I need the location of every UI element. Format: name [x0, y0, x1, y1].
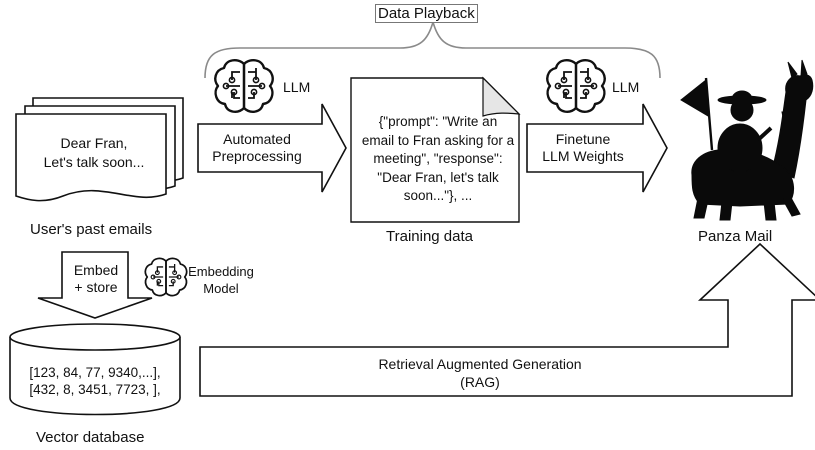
- embed-label: Embed + store: [65, 262, 127, 296]
- embedding-model-line-1: Embedding: [188, 264, 254, 279]
- emails-stack: [15, 97, 184, 202]
- doc-fold: [482, 76, 521, 117]
- preprocess-line-1: Automated: [223, 131, 291, 147]
- playback-brace: [204, 19, 661, 79]
- embed-line-2: + store: [74, 279, 118, 295]
- email-preview: Dear Fran, Let's talk soon...: [34, 134, 154, 172]
- llama-panza-icon: [680, 59, 814, 221]
- finetune-line-1: Finetune: [555, 131, 611, 147]
- rag-arrow-shape: [199, 242, 815, 397]
- llm-label-left: LLM: [283, 79, 311, 95]
- rag-line-2: (RAG): [460, 374, 500, 390]
- database-rows: [123, 84, 77, 9340,...], [432, 8, 3451, …: [10, 364, 180, 398]
- brain-circuit-icon: [214, 59, 274, 113]
- doc-line-4: "Dear Fran, let's talk: [377, 169, 499, 185]
- embedding-model-line-2: Model: [203, 281, 239, 296]
- preprocess-line-2: Preprocessing: [212, 148, 302, 164]
- doc-line-3: meeting", "response":: [373, 151, 503, 166]
- doc-line-1: {"prompt": "Write an: [378, 114, 498, 129]
- rag-line-1: Retrieval Augmented Generation: [378, 356, 582, 372]
- embed-line-1: Embed: [73, 262, 119, 278]
- finetune-label: Finetune LLM Weights: [531, 131, 635, 165]
- finetune-line-2: LLM Weights: [542, 148, 624, 164]
- database-row-1: [123, 84, 77, 9340,...],: [29, 365, 161, 380]
- vector-database-shape: [9, 323, 181, 416]
- emails-caption: User's past emails: [30, 221, 153, 238]
- embed-arrow-shape: [37, 251, 153, 319]
- email-line-1: Dear Fran,: [60, 135, 128, 151]
- training-caption: Training data: [386, 228, 473, 245]
- database-row-2: [432, 8, 3451, 7723, ],: [29, 382, 161, 397]
- rag-label: Retrieval Augmented Generation (RAG): [360, 355, 600, 391]
- training-doc-text: {"prompt": "Write an email to Fran askin…: [354, 113, 522, 206]
- doc-line-2: email to Fran asking for a: [361, 132, 515, 148]
- embedding-model-label: Embedding Model: [186, 263, 256, 297]
- training-doc-shape: [350, 77, 520, 223]
- doc-line-5: soon..."}, ...: [403, 188, 473, 203]
- finetune-arrow-shape: [526, 103, 668, 193]
- playback-label: Data Playback: [375, 4, 478, 23]
- brain-circuit-icon: [144, 257, 188, 297]
- llm-label-right: LLM: [612, 79, 640, 95]
- preprocess-arrow-shape: [197, 103, 347, 193]
- brain-circuit-icon: [546, 59, 606, 113]
- panza-caption: Panza Mail: [698, 228, 773, 245]
- database-caption: Vector database: [36, 429, 145, 446]
- preprocess-label: Automated Preprocessing: [203, 131, 311, 165]
- email-line-2: Let's talk soon...: [43, 154, 145, 170]
